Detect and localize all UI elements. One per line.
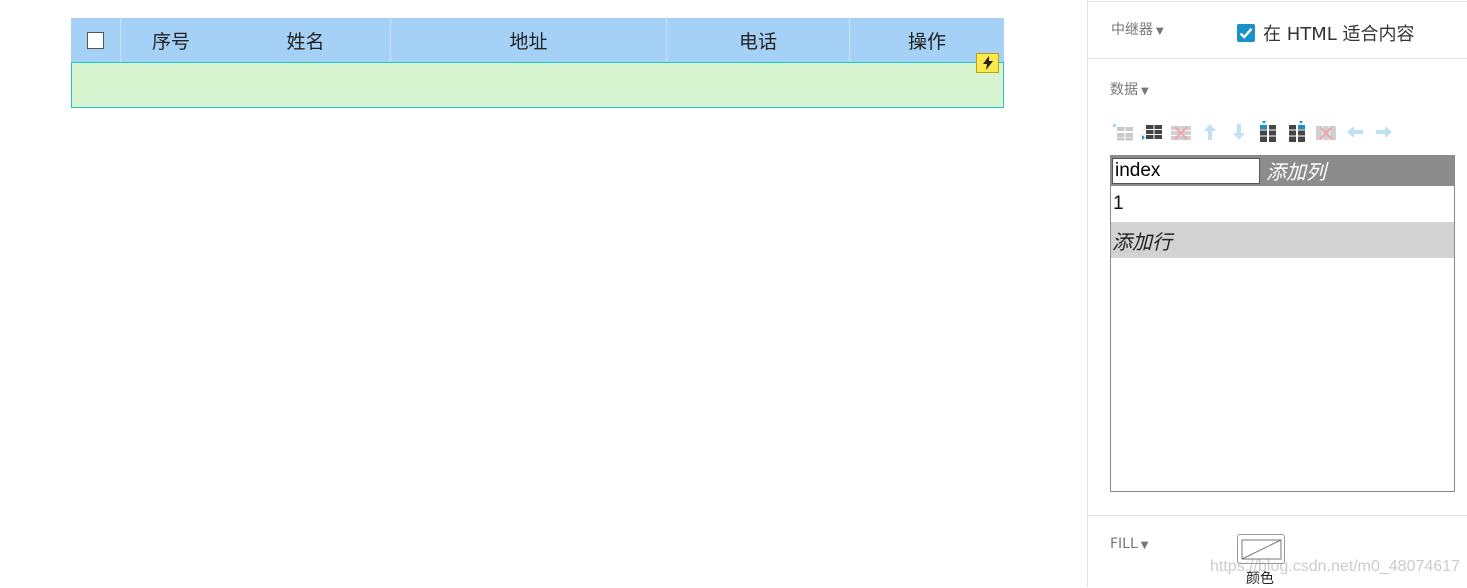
repeater-section-label[interactable]: 中继器▼	[1111, 19, 1164, 39]
data-grid-header: 添加列	[1111, 156, 1454, 186]
header-index: 序号	[151, 30, 190, 53]
table-header-row: 序号 姓名 地址 电话 操作	[71, 18, 1004, 62]
move-down-icon[interactable]	[1227, 120, 1251, 144]
move-up-icon[interactable]	[1198, 120, 1222, 144]
row-cell	[392, 63, 668, 107]
insert-row-below-icon[interactable]	[1140, 120, 1164, 144]
select-all-cell	[71, 18, 121, 62]
repeater-data-grid[interactable]: 添加列 1 添加行	[1110, 155, 1455, 492]
row-cell	[222, 63, 392, 107]
divider	[1088, 58, 1467, 59]
delete-row-icon[interactable]	[1169, 120, 1193, 144]
inspector-panel: 中继器▼ 在 HTML 适合内容 数据▼	[1087, 0, 1467, 587]
header-actions: 操作	[907, 30, 946, 53]
move-right-icon[interactable]	[1372, 120, 1396, 144]
caret-down-icon: ▼	[1141, 86, 1149, 97]
caret-down-icon: ▼	[1140, 540, 1149, 551]
insert-column-right-icon[interactable]	[1285, 120, 1309, 144]
row-cell	[668, 63, 851, 107]
header-phone: 电话	[667, 18, 850, 62]
data-section-label[interactable]: 数据▼	[1110, 79, 1149, 99]
select-all-checkbox[interactable]	[87, 31, 104, 49]
caret-down-icon: ▼	[1156, 26, 1164, 37]
watermark-text: https://blog.csdn.net/m0_48074617	[1210, 558, 1460, 575]
data-toolbar	[1111, 120, 1401, 144]
column-name-input[interactable]	[1112, 157, 1260, 184]
fill-color-swatch[interactable]	[1237, 534, 1285, 564]
divider	[1088, 1, 1467, 2]
delete-column-icon[interactable]	[1314, 120, 1338, 144]
row-cell	[72, 63, 122, 107]
insert-row-above-icon[interactable]	[1111, 120, 1135, 144]
lightning-icon[interactable]	[976, 53, 999, 73]
move-left-icon[interactable]	[1343, 120, 1367, 144]
header-name: 姓名	[221, 18, 391, 62]
add-row-button[interactable]: 添加行	[1111, 222, 1454, 258]
fit-html-label: 在 HTML 适合内容	[1263, 24, 1415, 45]
fit-html-checkbox[interactable]: 在 HTML 适合内容	[1237, 20, 1415, 46]
design-canvas[interactable]: 序号 姓名 地址 电话 操作	[0, 0, 1087, 587]
repeater-table[interactable]: 序号 姓名 地址 电话 操作	[71, 18, 1004, 108]
insert-column-left-icon[interactable]	[1256, 120, 1280, 144]
fill-section-label[interactable]: FILL▼	[1110, 536, 1148, 552]
repeater-item-row[interactable]	[71, 53, 1004, 108]
checkmark-icon	[1237, 24, 1255, 42]
fill-color-label: 颜色	[1246, 571, 1274, 587]
data-label-text: 数据	[1110, 82, 1138, 98]
repeater-label-text: 中继器	[1111, 22, 1153, 38]
row-cell	[122, 63, 222, 107]
header-address: 地址	[391, 18, 667, 62]
fill-label-text: FILL	[1110, 536, 1138, 552]
data-grid-row[interactable]: 1	[1113, 193, 1124, 214]
add-column-button[interactable]: 添加列	[1266, 160, 1326, 184]
divider	[1088, 515, 1467, 516]
